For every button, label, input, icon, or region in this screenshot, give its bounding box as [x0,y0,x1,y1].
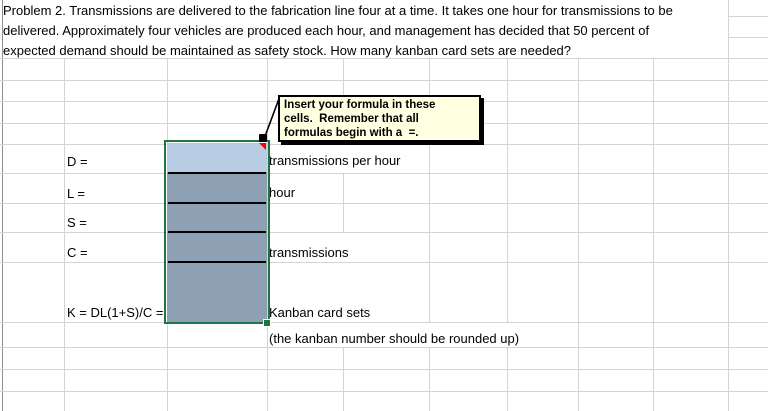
gridline-horizontal [0,58,768,59]
gridline-vertical [343,173,344,232]
gridline-vertical [728,0,729,411]
comment-text-line-3: formulas begin with a =. [284,127,419,139]
gridline-vertical [2,0,3,411]
gridline-vertical [267,58,268,411]
gridline-horizontal [0,144,768,145]
comment-leader-dot [259,134,267,142]
gridline-horizontal [0,262,768,263]
gridline-vertical [653,58,654,411]
cell-divider [168,172,266,174]
label-k-formula: K = DL(1+S)/C = [67,305,164,320]
unit-hour: hour [269,185,296,200]
problem-statement-line-1: Problem 2. Transmissions are delivered t… [3,3,673,18]
gridline-horizontal [728,37,768,38]
unit-kanban-card-sets: Kanban card sets [269,305,371,320]
comment-box: Insert your formula in these cells. Reme… [278,95,481,142]
input-cell-d[interactable] [167,143,267,172]
comment-text-line-2: cells. Remember that all [284,113,419,125]
fill-handle[interactable] [263,319,271,327]
gridline-vertical [429,347,430,411]
gridline-vertical [578,58,579,411]
label-s: S = [67,215,87,230]
gridline-vertical [429,58,430,322]
gridline-vertical [507,347,508,411]
cell-divider [168,202,266,204]
unit-transmissions: transmissions [269,245,349,260]
unit-transmissions-per-hour: transmissions per hour [269,153,401,168]
comment-indicator-icon [259,143,266,150]
problem-statement-line-3: expected demand should be maintained as … [3,43,572,58]
label-d: D = [67,154,88,169]
gridline-horizontal [0,232,768,233]
footnote-rounding: (the kanban number should be rounded up) [269,331,520,346]
gridline-vertical [507,58,508,322]
gridline-vertical [64,58,65,411]
selection-border [164,140,270,324]
gridline-horizontal [0,173,768,174]
gridline-horizontal [0,322,768,323]
cell-divider [168,261,266,263]
gridline-horizontal [0,391,768,392]
gridline-horizontal [728,16,768,17]
comment-text-line-1: Insert your formula in these [284,99,436,111]
label-l: L = [67,186,85,201]
gridline-horizontal [0,347,768,348]
gridline-horizontal [0,369,768,370]
label-c: C = [67,245,88,260]
gridline-horizontal [0,203,768,204]
problem-statement-line-2: delivered. Approximately four vehicles a… [3,23,650,38]
formula-input-block [167,143,267,322]
cell-divider [168,231,266,233]
gridline-vertical [343,347,344,411]
gridline-horizontal [0,80,768,81]
